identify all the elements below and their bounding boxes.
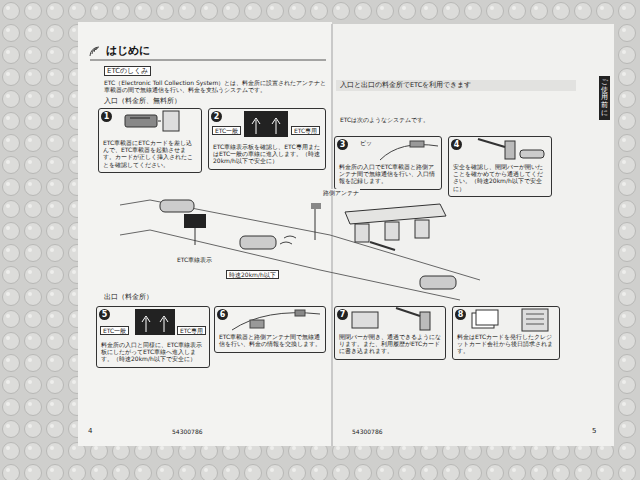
- label-text: ETC一般: [100, 326, 129, 335]
- step-text: 料金所の入口でETC車載器と路側アンテナ間で無線通信を行い、入口情報を記録します…: [339, 163, 437, 185]
- label-text: ETC一般: [212, 126, 241, 135]
- card-gate-picture: [352, 308, 430, 330]
- header-icon: [90, 47, 99, 56]
- windshield-picture: [380, 141, 438, 160]
- label-text: ピッ: [360, 139, 372, 146]
- step-text: ETC車線表示板を確認し、ETC専用またはETC一般の車線に進入します。（時速2…: [213, 143, 321, 165]
- step-box: 1ETC車載器にETCカードを差し込んで、ETC車載器を起動させます。カードが正…: [98, 108, 202, 173]
- step-box: 5 料金所の入口と同様に、ETC車線表示板にしたがってETC車線へ進入します。（時…: [96, 306, 210, 368]
- right-page: [332, 24, 614, 446]
- step-box: 3 料金所の入口でETC車載器と路側アンテナ間で無線通信を行い、入口情報を記録しま…: [334, 136, 442, 190]
- label-text: 54300786: [172, 428, 203, 435]
- label-text: ETC専用: [177, 326, 206, 335]
- label-text: 出口（料金所）: [104, 294, 153, 302]
- label-text: 路側アンテナ: [322, 189, 360, 196]
- step-box: 7 開閉バーが開き、通過できるようになります。また、利用履歴がETCカードに書き込…: [334, 306, 446, 360]
- header-rule: [90, 60, 326, 61]
- label-text: 54300786: [352, 428, 383, 435]
- step-box: 8 料金はETCカードを発行したクレジットカード会社から後日請求されます。: [452, 306, 560, 360]
- callout-number: 4: [451, 139, 462, 150]
- label-text: ETC車線表示: [176, 256, 213, 263]
- step-text: 料金所の入口と同様に、ETC車線表示板にしたがってETC車線へ進入します。（時速…: [101, 341, 205, 363]
- label-text: ETC（Electronic Toll Collection System）とは…: [104, 79, 329, 93]
- label-text: 5: [592, 427, 596, 435]
- label-text: 入口と出口の料金所でETCを利用できます: [340, 82, 471, 90]
- bank-picture: [472, 309, 548, 331]
- label-text: 時速20km/h以下: [226, 270, 279, 279]
- page-title: はじめに: [106, 43, 150, 58]
- lane-sign-picture: [135, 309, 175, 335]
- step-text: 開閉バーが開き、通過できるようになります。また、利用履歴がETCカードに書き込ま…: [339, 333, 441, 355]
- etc-unit-picture: [125, 111, 179, 131]
- step-text: 安全を確認し、開閉バーが開いたことを確かめてから通過してください。（時速20km…: [453, 163, 547, 192]
- windshield-picture: [232, 310, 320, 330]
- callout-number: 7: [337, 309, 348, 320]
- callout-number: 3: [337, 139, 348, 150]
- step-box: 6ETC車載器と路側アンテナ間で無線通信を行い、料金の情報を交換します。: [214, 306, 326, 353]
- lane-sign-picture: [244, 111, 288, 137]
- label-text: ETC専用: [291, 126, 320, 135]
- callout-number: 6: [217, 309, 228, 320]
- label-text: ETCのしくみ: [104, 66, 151, 76]
- right-header-band: [336, 80, 576, 91]
- callout-number: 1: [101, 111, 112, 122]
- label-text: ETCは次のようなシステムです。: [340, 116, 429, 123]
- callout-number: 2: [211, 111, 222, 122]
- step-text: 料金はETCカードを発行したクレジットカード会社から後日請求されます。: [457, 333, 555, 355]
- label-text: 4: [88, 427, 92, 435]
- step-box: 4 安全を確認し、開閉バーが開いたことを確かめてから通過してください。（時速20k…: [448, 136, 552, 197]
- step-box: 2ETC車線表示板を確認し、ETC専用またはETC一般の車線に進入します。（時速…: [208, 108, 326, 170]
- step-text: ETC車載器と路側アンテナ間で無線通信を行い、料金の情報を交換します。: [219, 333, 321, 347]
- callout-number: 5: [99, 309, 110, 320]
- callout-number: 8: [455, 309, 466, 320]
- label-text: 入口（料金所、無料所）: [104, 98, 181, 106]
- gate-picture: [478, 139, 544, 159]
- label-text: ご使用前に: [599, 76, 610, 120]
- step-text: ETC車載器にETCカードを差し込んで、ETC車載器を起動させます。カードが正し…: [103, 139, 197, 168]
- toll-plaza-illustration: [120, 200, 480, 300]
- left-page: [78, 22, 332, 446]
